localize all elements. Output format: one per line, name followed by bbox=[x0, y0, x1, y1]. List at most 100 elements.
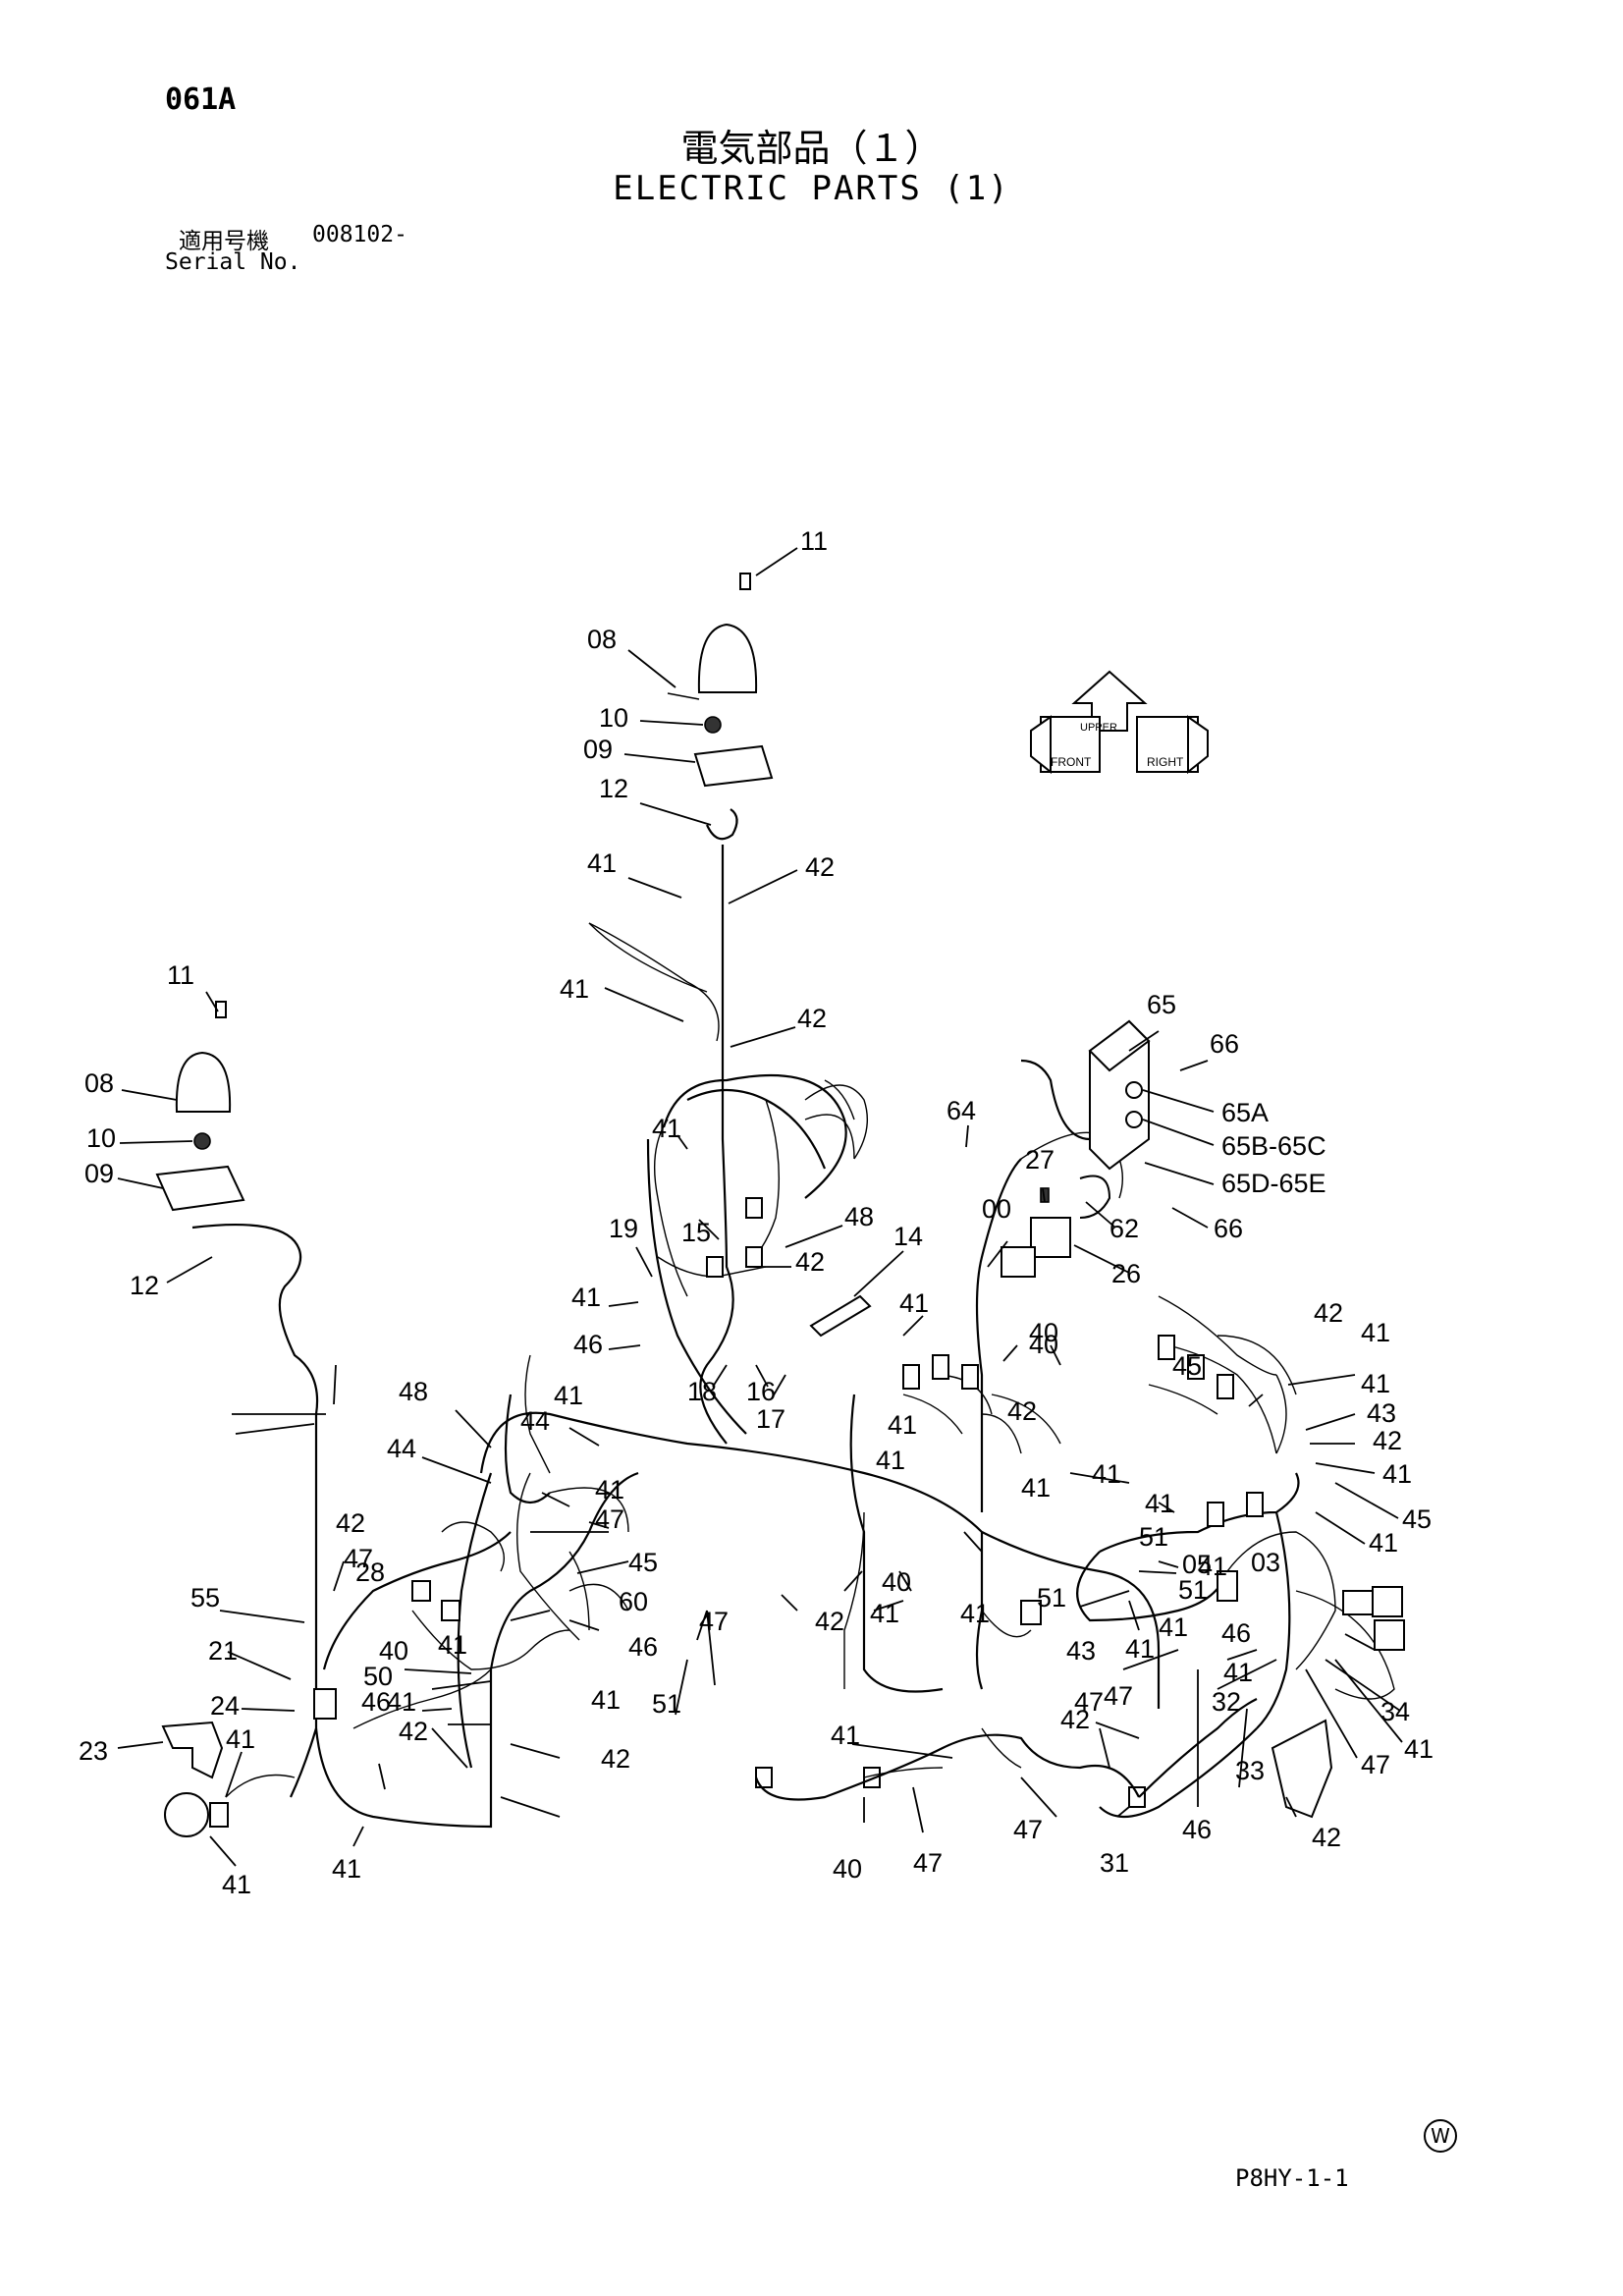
callout: 42 bbox=[1312, 1823, 1341, 1852]
callout: 41 bbox=[571, 1283, 601, 1312]
relay-bottom-left bbox=[161, 1721, 296, 1837]
module-31 bbox=[1271, 1719, 1333, 1819]
connector-cluster bbox=[313, 1197, 1264, 1808]
callout: 64 bbox=[947, 1096, 976, 1125]
orientation-icon: FRONT RIGHT UPPER bbox=[1030, 670, 1209, 775]
beacon-lamp-left bbox=[155, 1001, 319, 1798]
callout: 41 bbox=[387, 1687, 416, 1717]
module-right bbox=[1342, 1586, 1405, 1651]
callout: 65B-65C bbox=[1221, 1131, 1326, 1161]
callout: 42 bbox=[1007, 1396, 1037, 1426]
callout: 47 bbox=[1074, 1687, 1104, 1717]
serial-label-japanese: 適用号機 bbox=[179, 229, 269, 254]
callout: 51 bbox=[1178, 1575, 1208, 1605]
callout: 40 bbox=[833, 1854, 862, 1884]
callout: 42 bbox=[399, 1717, 428, 1746]
callout: 14 bbox=[893, 1222, 923, 1251]
callout: 46 bbox=[628, 1632, 658, 1662]
callout: 10 bbox=[599, 703, 628, 733]
callout: 28 bbox=[355, 1558, 385, 1587]
page-title: ELECTRIC PARTS (1) bbox=[613, 169, 1010, 208]
callout: 26 bbox=[1111, 1259, 1141, 1288]
callout: 41 bbox=[831, 1721, 860, 1750]
page-title-japanese: 電気部品（１） bbox=[680, 127, 943, 170]
bracket-14 bbox=[809, 1294, 872, 1338]
bottom-harness bbox=[754, 1698, 1258, 1801]
main-harness bbox=[457, 845, 1395, 1818]
callout: 51 bbox=[1139, 1522, 1168, 1552]
callout: 42 bbox=[1060, 1705, 1090, 1734]
callout: 12 bbox=[599, 774, 628, 803]
callout: 42 bbox=[805, 852, 835, 882]
callout: 31 bbox=[1100, 1848, 1129, 1878]
upper-harness bbox=[588, 922, 869, 1297]
callout: 42 bbox=[815, 1607, 844, 1636]
callout: 05 bbox=[1182, 1550, 1212, 1579]
callout: 41 bbox=[1223, 1658, 1253, 1687]
callout: 65D-65E bbox=[1221, 1169, 1326, 1198]
callout: 12 bbox=[130, 1271, 159, 1300]
serial-number-value: 008102- bbox=[312, 222, 407, 247]
callout: 19 bbox=[609, 1214, 638, 1243]
callout: 41 bbox=[876, 1446, 905, 1475]
callout: 08 bbox=[84, 1068, 114, 1098]
callout: 45 bbox=[628, 1548, 658, 1577]
callout: 03 bbox=[1251, 1548, 1280, 1577]
callout: 46 bbox=[1182, 1815, 1212, 1844]
callout: 66 bbox=[1214, 1214, 1243, 1243]
control-box bbox=[1020, 1019, 1151, 1219]
callout: 41 bbox=[870, 1599, 899, 1628]
callout: 44 bbox=[520, 1406, 550, 1436]
callout: 65 bbox=[1147, 990, 1176, 1019]
callout: 42 bbox=[601, 1744, 630, 1774]
callout: 62 bbox=[1109, 1214, 1139, 1243]
callout: 08 bbox=[587, 625, 617, 654]
callout: 42 bbox=[336, 1508, 365, 1538]
serial-label: Serial No. bbox=[165, 249, 301, 275]
callout: 47 bbox=[1104, 1681, 1133, 1711]
orientation-label-front: FRONT bbox=[1051, 755, 1092, 769]
callout: 43 bbox=[1066, 1636, 1096, 1666]
callout: 41 bbox=[226, 1724, 255, 1754]
callout: 60 bbox=[619, 1587, 648, 1616]
callout: 48 bbox=[844, 1202, 874, 1231]
callout: 10 bbox=[86, 1123, 116, 1153]
orientation-label-right: RIGHT bbox=[1147, 755, 1184, 769]
callout: 41 bbox=[595, 1475, 624, 1504]
revision-mark: W bbox=[1424, 2119, 1457, 2153]
callout: 41 bbox=[1159, 1613, 1188, 1642]
callout: 27 bbox=[1025, 1145, 1055, 1175]
drawing-code: P8HY-1-1 bbox=[1235, 2164, 1349, 2192]
callout: 42 bbox=[795, 1247, 825, 1277]
callout: 41 bbox=[1369, 1528, 1398, 1558]
callout: 24 bbox=[210, 1691, 240, 1721]
callout: 18 bbox=[687, 1377, 717, 1406]
callout: 32 bbox=[1212, 1687, 1241, 1717]
callout: 48 bbox=[399, 1377, 428, 1406]
callout: 41 bbox=[438, 1630, 467, 1660]
callout-labels: 11 08 10 09 12 41 42 41 42 11 08 10 09 1… bbox=[79, 526, 1434, 1899]
callout: 41 bbox=[1021, 1473, 1051, 1503]
callout: 41 bbox=[222, 1870, 251, 1899]
callout: 09 bbox=[84, 1159, 114, 1188]
callout: 15 bbox=[681, 1218, 711, 1247]
callout: 11 bbox=[167, 960, 194, 990]
page-code: 061A bbox=[165, 82, 237, 117]
callout: 45 bbox=[1402, 1504, 1432, 1534]
callout: 40 bbox=[379, 1636, 408, 1666]
callout: 42 bbox=[797, 1004, 827, 1033]
callout: 47 bbox=[913, 1848, 943, 1878]
callout: 40 bbox=[882, 1567, 911, 1597]
callout: 46 bbox=[1221, 1618, 1251, 1648]
callout: 41 bbox=[652, 1114, 681, 1143]
callout: 33 bbox=[1235, 1756, 1265, 1785]
callout: 17 bbox=[756, 1404, 785, 1434]
callout: 40 bbox=[1029, 1330, 1058, 1359]
callout: 46 bbox=[573, 1330, 603, 1359]
callout: 09 bbox=[583, 735, 613, 764]
callout: 42 bbox=[1314, 1298, 1343, 1328]
left-harness bbox=[314, 1354, 639, 1829]
callout: 21 bbox=[208, 1636, 238, 1666]
callout: 41 bbox=[1092, 1459, 1121, 1489]
callout: 47 bbox=[344, 1544, 373, 1573]
